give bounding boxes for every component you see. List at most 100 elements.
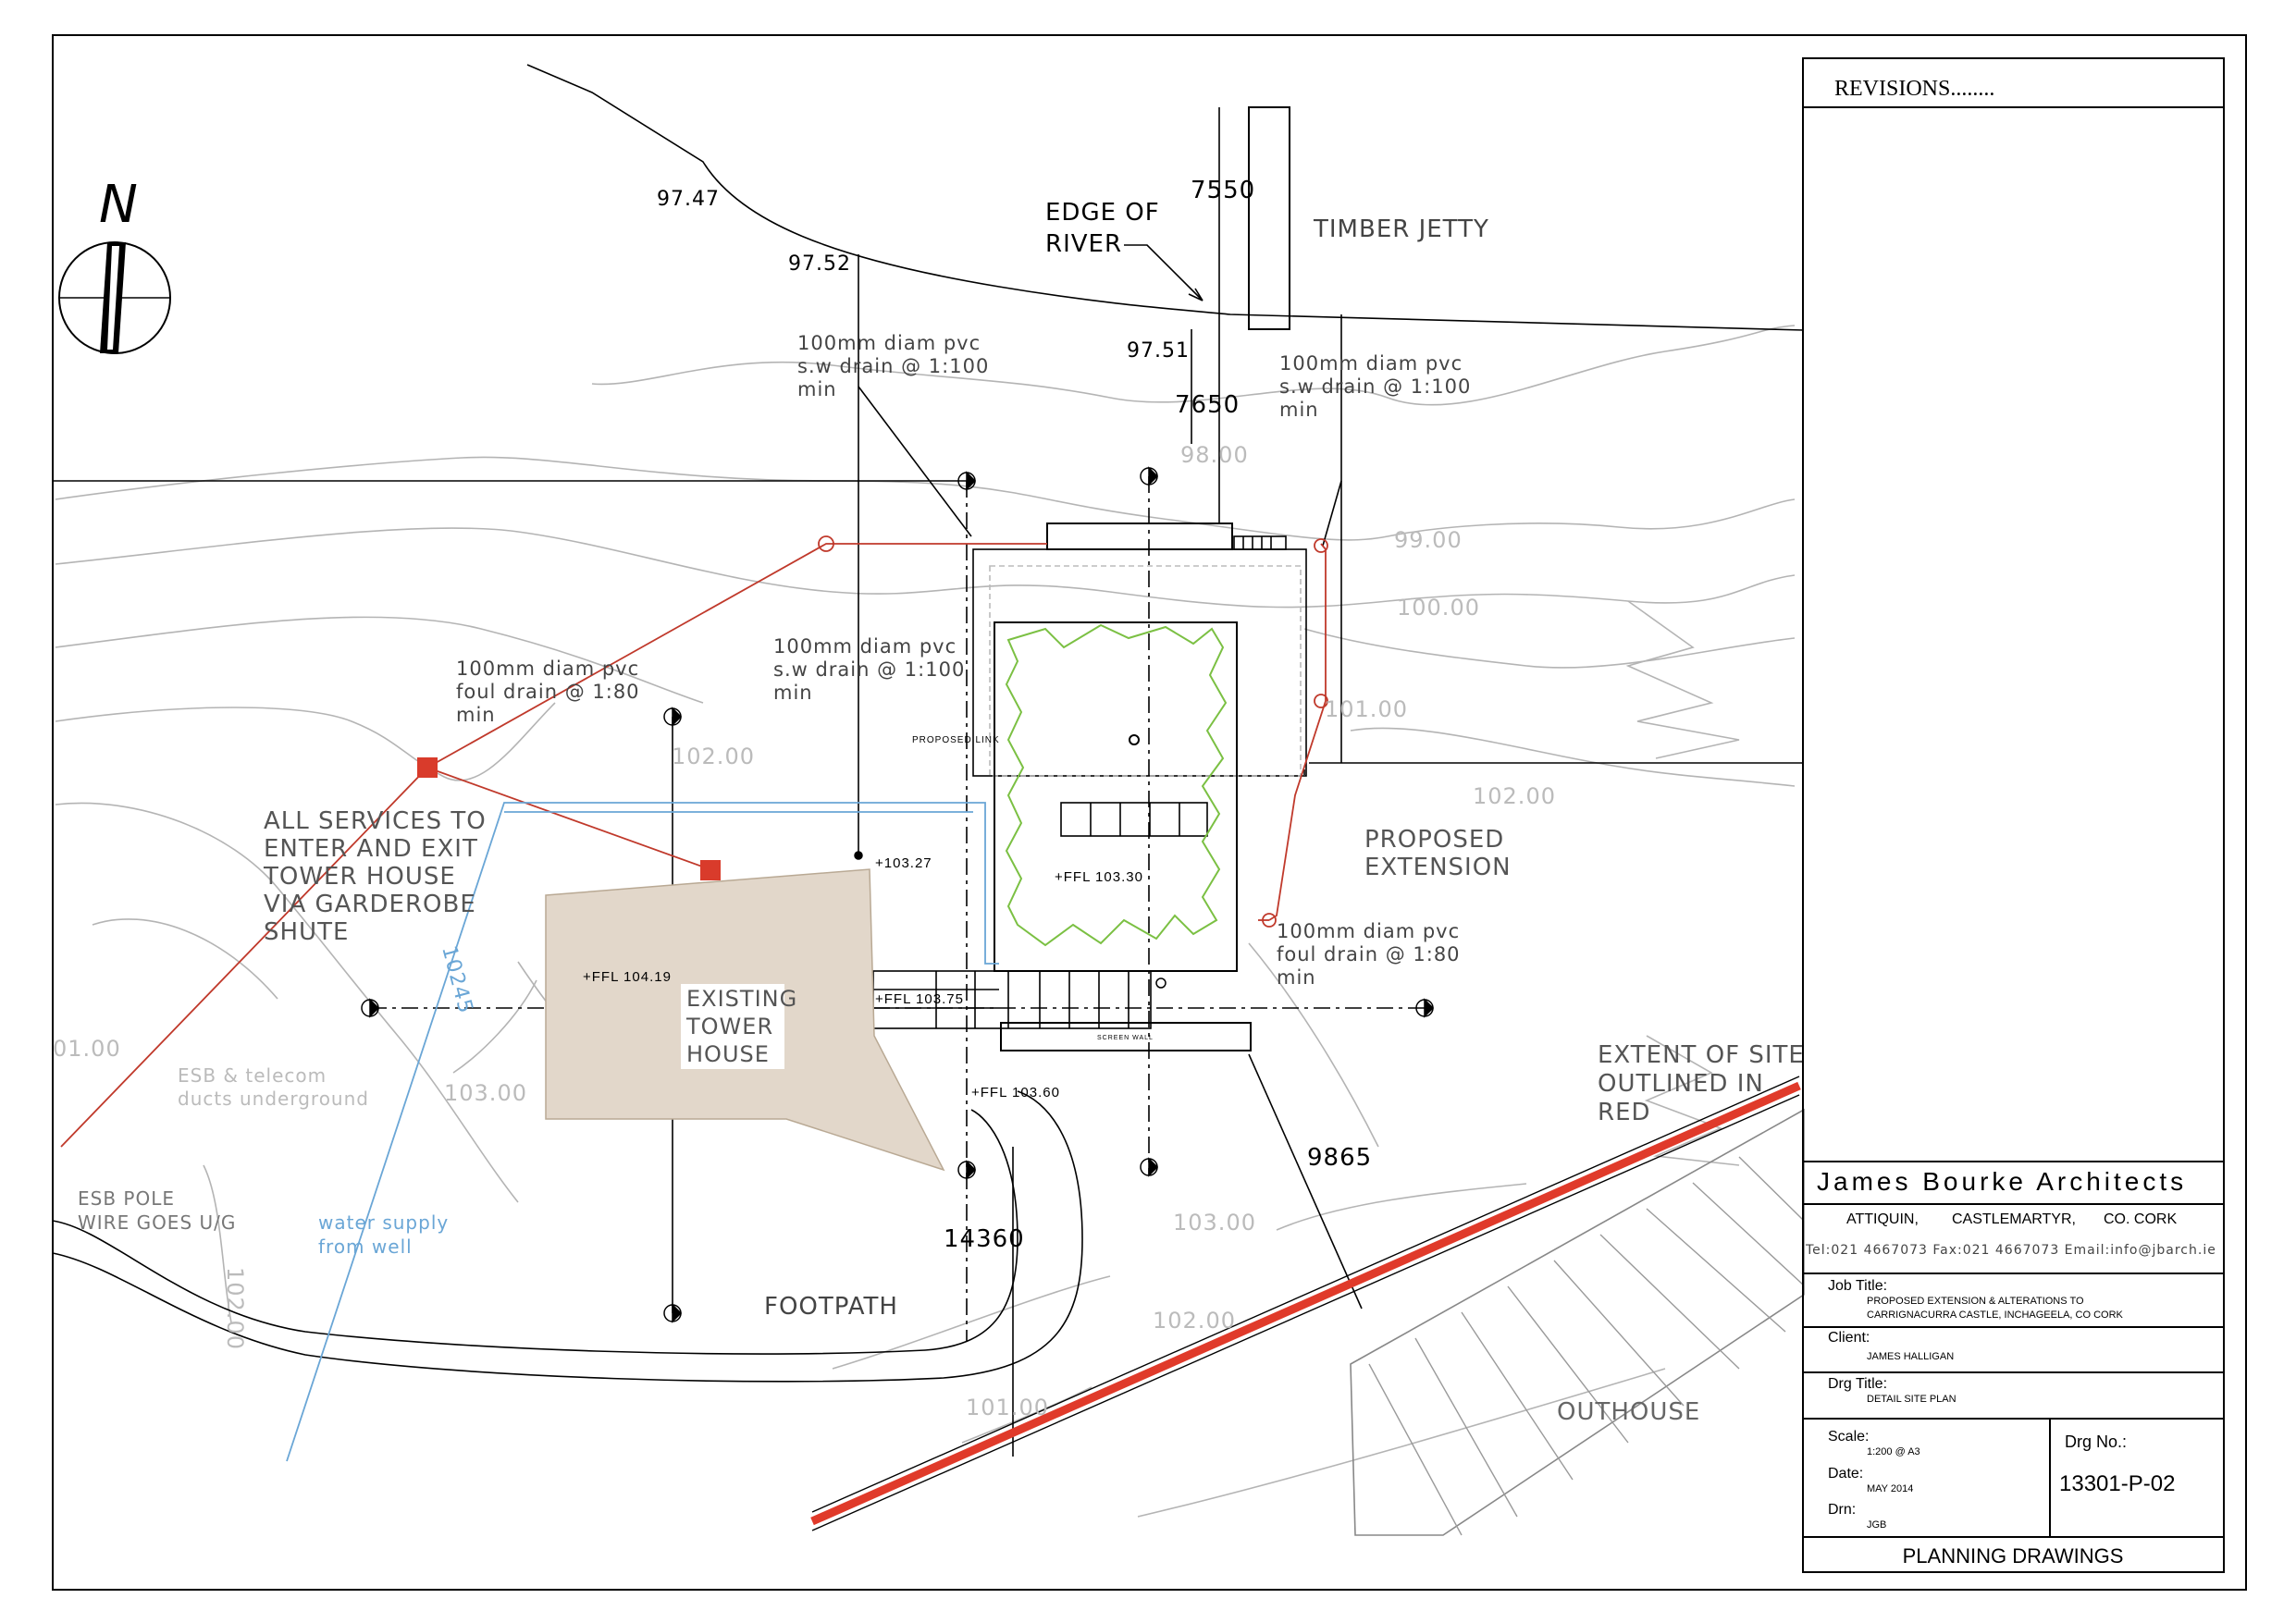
- contour-label-102-lower: 102.00: [1153, 1308, 1236, 1334]
- courtyard-garden: [1005, 623, 1228, 947]
- drg-title: DETAIL SITE PLAN: [1867, 1394, 1957, 1405]
- contour-label-98: 98.00: [1180, 442, 1249, 468]
- existing-label-bg: [681, 984, 784, 1069]
- dim-7550: 7550: [1191, 177, 1255, 204]
- job-title-line-1: PROPOSED EXTENSION & ALTERATIONS TO: [1867, 1296, 2084, 1307]
- planning-drawings-footer: PLANNING DRAWINGS: [1903, 1544, 2124, 1568]
- proposed-link-label: PROPOSED LINK: [912, 735, 1000, 745]
- esb-pole-note-2: WIRE GOES U/G: [78, 1211, 236, 1234]
- contour-label-01-edge: 01.00: [53, 1036, 121, 1062]
- drain-note-c-3: min: [773, 682, 813, 704]
- water-supply-line: [286, 802, 999, 1462]
- drain-note-b-1: 100mm diam pvc: [1279, 352, 1463, 375]
- ffl-103-30: +FFL 103.30: [1055, 869, 1143, 885]
- water-supply-note-1: water supply: [318, 1211, 449, 1234]
- existing-tower-label-2: TOWER: [685, 1014, 773, 1039]
- foul-note-a-2: foul drain @ 1:80: [456, 681, 640, 703]
- date-label: Date:: [1828, 1466, 1863, 1482]
- drawn-by-value: JGB: [1867, 1519, 1886, 1531]
- drg-no-label: Drg No.:: [2065, 1432, 2127, 1451]
- proposed-extension-label-2: EXTENSION: [1364, 854, 1512, 881]
- contour-label-102-left: 102.00: [672, 744, 755, 769]
- contour-label-103-left: 103.00: [444, 1080, 527, 1106]
- firm-name: James Bourke Architects: [1817, 1167, 2187, 1196]
- foul-note-b-1: 100mm diam pvc: [1277, 920, 1460, 942]
- site-boundary: [810, 1076, 1801, 1531]
- rainwater-outlet: [1129, 734, 1140, 745]
- ffl-103-60: +FFL 103.60: [971, 1085, 1060, 1100]
- contour-label-100: 100.00: [1397, 595, 1480, 621]
- drain-note-a-2: s.w drain @ 1:100: [797, 355, 989, 377]
- ffl-103-75: +FFL 103.75: [875, 991, 964, 1007]
- client-label: Client:: [1828, 1330, 1870, 1346]
- timber-jetty-label: TIMBER JETTY: [1313, 215, 1489, 243]
- existing-tower-label-1: EXISTING: [686, 986, 797, 1012]
- services-note-4: VIA GARDEROBE: [264, 891, 476, 918]
- north-label: N: [99, 175, 138, 235]
- edge-of-river-label-2: RIVER: [1045, 230, 1122, 258]
- north-arrow: [58, 241, 171, 354]
- contour-label-102-right: 102.00: [1473, 783, 1556, 809]
- contour-label-101: 101.00: [1325, 696, 1408, 722]
- ffl-104-19: +FFL 104.19: [583, 969, 672, 985]
- edge-of-river-label-1: EDGE OF: [1045, 199, 1160, 227]
- esb-ducts-note-1: ESB & telecom: [178, 1064, 327, 1087]
- proposed-extension-label-1: PROPOSED: [1364, 826, 1504, 854]
- outhouse-label: OUTHOUSE: [1557, 1398, 1700, 1426]
- drain-note-a-1: 100mm diam pvc: [797, 332, 981, 354]
- revisions-heading: REVISIONS........: [1834, 77, 1994, 101]
- esb-pole-note-1: ESB POLE: [78, 1187, 175, 1210]
- foul-inspection-chamber: [417, 757, 438, 778]
- contour-label-side: 102.00: [222, 1267, 248, 1350]
- contour-label-103-right: 103.00: [1173, 1210, 1256, 1236]
- site-extent-note-3: RED: [1598, 1099, 1651, 1126]
- contour-label-99: 99.00: [1394, 527, 1463, 553]
- drain-note-b-3: min: [1279, 399, 1319, 421]
- water-supply-note-2: from well: [318, 1236, 413, 1258]
- drain-note-c-2: s.w drain @ 1:100: [773, 658, 965, 681]
- drg-title-label: Drg Title:: [1828, 1376, 1887, 1392]
- foul-drain: [60, 535, 1328, 1148]
- scale-label: Scale:: [1828, 1429, 1869, 1445]
- foul-note-b-3: min: [1277, 966, 1316, 989]
- services-note-1: ALL SERVICES TO: [264, 807, 487, 835]
- level-97-52: 97.52: [788, 252, 851, 276]
- job-title-line-2: CARRIGNACURRA CASTLE, INCHAGEELA, CO COR…: [1867, 1309, 2124, 1321]
- foul-note-b-2: foul drain @ 1:80: [1277, 943, 1461, 965]
- existing-tower-label-3: HOUSE: [686, 1041, 770, 1067]
- job-title-label: Job Title:: [1828, 1278, 1887, 1294]
- drain-note-a-3: min: [797, 378, 837, 400]
- date-value: MAY 2014: [1867, 1483, 1913, 1494]
- firm-address-2: CASTLEMARTYR,: [1952, 1211, 2076, 1227]
- firm-address-1: ATTIQUIN,: [1846, 1211, 1919, 1227]
- firm-contact: Tel:021 4667073 Fax:021 4667073 Email:in…: [1805, 1243, 2216, 1258]
- dim-7650: 7650: [1175, 391, 1240, 419]
- services-note-2: ENTER AND EXIT: [264, 835, 478, 863]
- client-name: JAMES HALLIGAN: [1867, 1351, 1954, 1362]
- contour-lines: [55, 325, 1796, 1518]
- drawing-frame: [52, 34, 2247, 1591]
- level-97-47: 97.47: [657, 188, 720, 211]
- site-extent-note-2: OUTLINED IN: [1598, 1070, 1764, 1098]
- section-markers: [361, 466, 1435, 1323]
- screen-wall-label: SCREEN WALL: [1097, 1035, 1154, 1041]
- drawn-by-label: Drn:: [1828, 1502, 1856, 1518]
- scale-value: 1:200 @ A3: [1867, 1446, 1920, 1457]
- services-note-3: TOWER HOUSE: [263, 863, 456, 891]
- foul-inspection-chamber: [700, 860, 721, 880]
- footpath-label: FOOTPATH: [764, 1293, 898, 1321]
- dim-14360: 14360: [944, 1225, 1025, 1253]
- firm-address-3: CO. CORK: [2104, 1211, 2177, 1227]
- dim-9865: 9865: [1307, 1144, 1372, 1172]
- drg-no-value: 13301-P-02: [2059, 1471, 2175, 1496]
- contour-label-101-lower: 101.00: [966, 1395, 1049, 1420]
- foul-note-a-3: min: [456, 704, 496, 726]
- level-97-51: 97.51: [1127, 339, 1190, 363]
- drain-note-c-1: 100mm diam pvc: [773, 635, 957, 658]
- esb-ducts-note-2: ducts underground: [178, 1088, 369, 1110]
- drain-note-b-2: s.w drain @ 1:100: [1279, 375, 1471, 398]
- title-block: [1802, 57, 2225, 1573]
- site-extent-note-1: EXTENT OF SITE: [1598, 1041, 1805, 1069]
- foul-note-a-1: 100mm diam pvc: [456, 658, 639, 680]
